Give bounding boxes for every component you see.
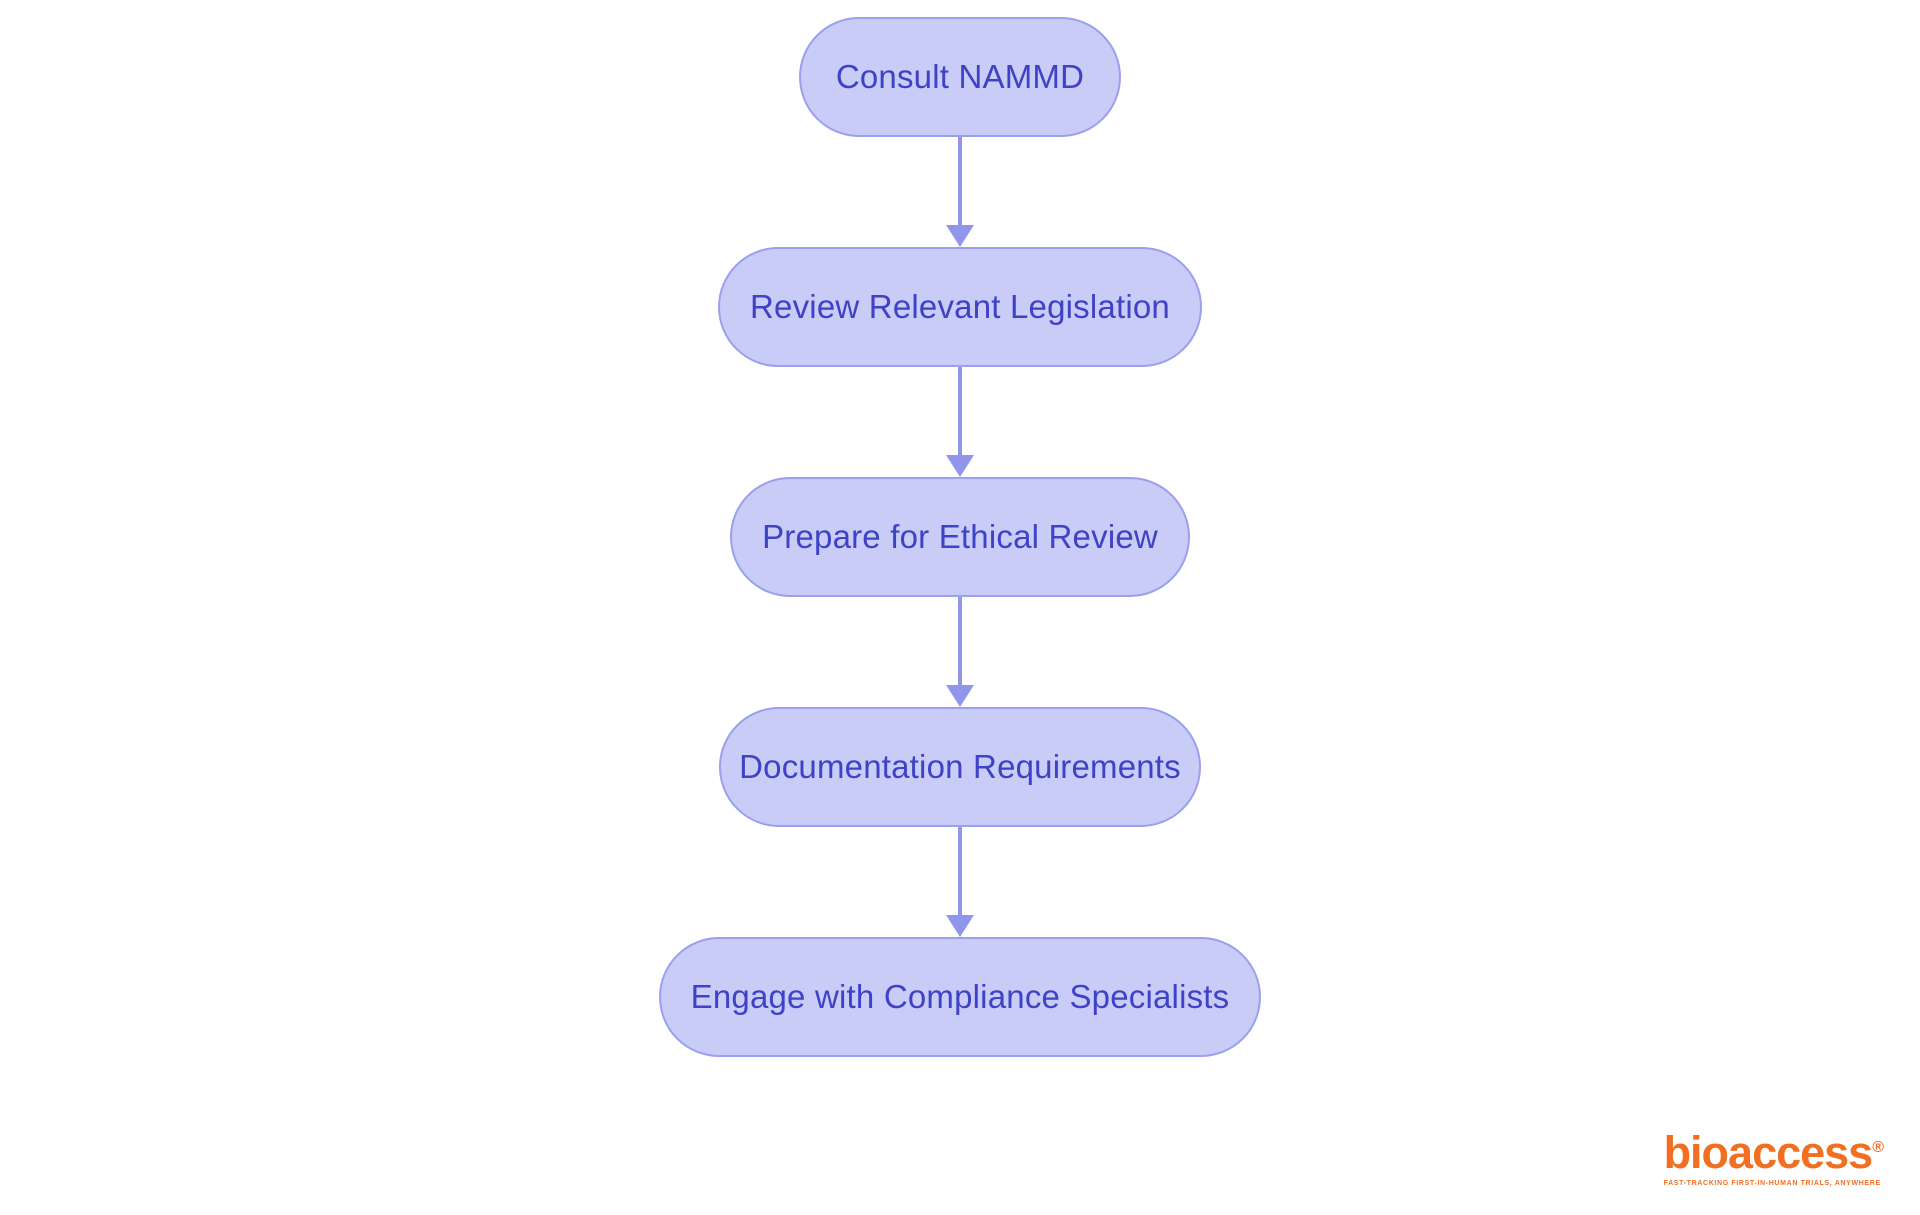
arrow-head-down-icon xyxy=(946,915,974,937)
brand-name: bioaccess xyxy=(1663,1127,1874,1178)
flow-node-label: Review Relevant Legislation xyxy=(750,288,1170,325)
flow-node-label: Consult NAMMD xyxy=(835,58,1085,95)
flow-node-review-relevant-legislation: Review Relevant Legislation xyxy=(718,247,1202,367)
registered-trademark-icon: ® xyxy=(1872,1139,1884,1156)
arrow-line xyxy=(958,597,962,685)
flow-arrow-3 xyxy=(945,597,975,707)
flowchart: Consult NAMMD Review Relevant Legislatio… xyxy=(0,17,1920,1057)
flow-node-prepare-for-ethical-review: Prepare for Ethical Review xyxy=(730,477,1190,597)
arrow-line xyxy=(958,367,962,455)
arrow-line xyxy=(958,137,962,225)
flow-node-label: Documentation Requirements xyxy=(739,748,1181,785)
bioaccess-logo: bioaccess® FAST-TRACKING FIRST-IN-HUMAN … xyxy=(1664,1130,1884,1187)
flow-arrow-4 xyxy=(945,827,975,937)
arrow-head-down-icon xyxy=(946,225,974,247)
arrow-head-down-icon xyxy=(946,685,974,707)
flow-node-documentation-requirements: Documentation Requirements xyxy=(719,707,1201,827)
flow-node-label: Engage with Compliance Specialists xyxy=(690,978,1230,1015)
brand-wordmark: bioaccess® xyxy=(1664,1130,1884,1175)
arrow-line xyxy=(958,827,962,915)
flow-node-engage-with-compliance-specialists: Engage with Compliance Specialists xyxy=(659,937,1261,1057)
flow-node-consult-nammd: Consult NAMMD xyxy=(799,17,1121,137)
flow-arrow-2 xyxy=(945,367,975,477)
flow-arrow-1 xyxy=(945,137,975,247)
arrow-head-down-icon xyxy=(946,455,974,477)
flow-node-label: Prepare for Ethical Review xyxy=(762,518,1158,555)
brand-tagline: FAST-TRACKING FIRST-IN-HUMAN TRIALS, ANY… xyxy=(1663,1180,1881,1187)
